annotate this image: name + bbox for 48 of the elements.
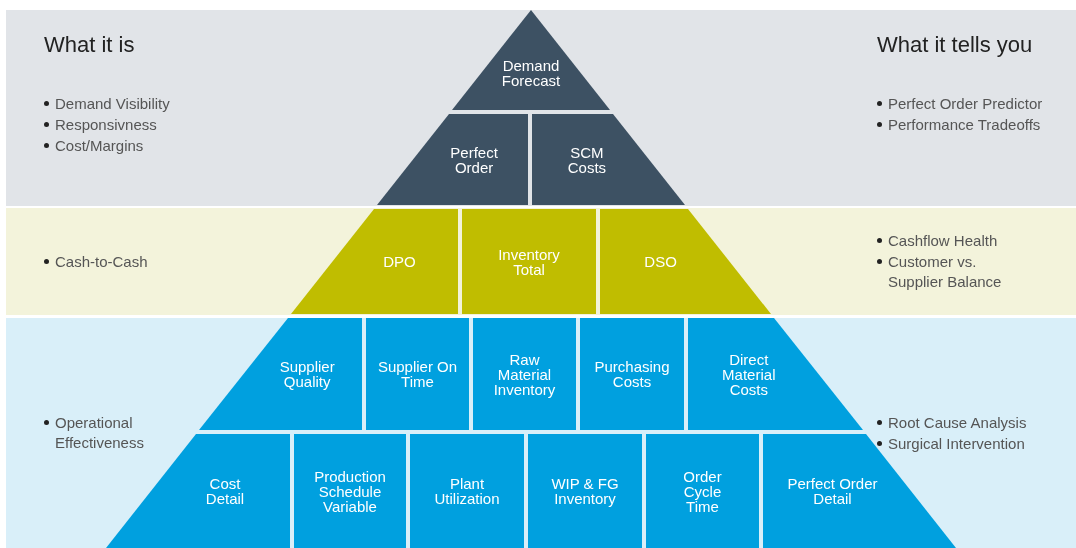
pyramid-block (473, 318, 576, 430)
block-label: Perfect Order (449, 144, 499, 175)
bullet-text: Cashflow Health (888, 231, 999, 251)
bullet-text: Operational Effectiveness (55, 413, 145, 453)
block-label: Raw Material Inventory (492, 351, 557, 397)
block-label: Supplier Quality (278, 359, 336, 389)
pyramid-block (294, 434, 406, 548)
block-label: Purchasing Costs (593, 359, 671, 389)
pyramid-block (600, 209, 771, 314)
block-label: Cost Detail (204, 476, 246, 506)
bullet-text: Cost/Margins (55, 136, 145, 156)
bullet-text: Performance Tradeoffs (888, 115, 1042, 135)
block-label: Plant Utilization (433, 476, 501, 506)
bullet-text: Perfect Order Predictor (888, 94, 1044, 114)
band-background (6, 208, 1076, 315)
pyramid-block (580, 318, 684, 430)
bullet-text: Responsivness (55, 115, 158, 135)
bullet-text: Demand Visibility (55, 94, 171, 114)
pyramid-block (528, 434, 642, 548)
pyramid-block (199, 318, 362, 430)
pyramid-block (291, 209, 458, 314)
block-label: DPO (383, 254, 416, 269)
block-label: Inventory Total (497, 246, 561, 277)
band-background (6, 10, 1076, 206)
pyramid-block (410, 434, 524, 548)
block-label: DSO (644, 254, 677, 269)
block-label: Perfect Order Detail (786, 476, 879, 506)
bullet-text: Root Cause Analysis (888, 412, 1028, 433)
column-heading: What it tells you (877, 32, 1034, 58)
pyramid-block (532, 114, 685, 205)
block-label: SCM Costs (566, 144, 608, 175)
pyramid-block (688, 318, 863, 430)
block-label: Production Schedule Variable (313, 468, 387, 514)
pyramid-block (462, 209, 596, 314)
pyramid-block (452, 10, 610, 110)
block-label: Demand Forecast (500, 58, 562, 88)
pyramid-block (377, 114, 528, 205)
pyramid-block (646, 434, 759, 548)
block-label: Supplier On Time (377, 359, 458, 389)
block-label: WIP & FG Inventory (550, 476, 620, 506)
block-label: Order Cycle Time (682, 468, 723, 514)
bullet-text: Customer vs. Supplier Balance (888, 252, 1003, 292)
bullet-text: Cash-to-Cash (55, 251, 149, 272)
pyramid-block (366, 318, 469, 430)
bullet-text: Surgical Intervention (888, 433, 1026, 454)
band-background (6, 318, 1076, 548)
block-label: Direct Material Costs (721, 351, 777, 397)
column-heading: What it is (44, 32, 136, 58)
